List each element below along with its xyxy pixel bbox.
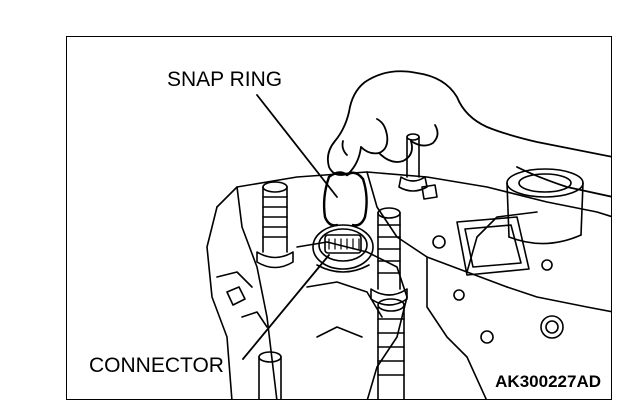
snap-ring-leader bbox=[256, 94, 338, 198]
transmission-housing-illustration bbox=[206, 70, 611, 399]
diagram-frame: SNAP RING CONNECTOR AK300227AD bbox=[66, 36, 612, 400]
leader-lines bbox=[242, 94, 338, 360]
connector-label: CONNECTOR bbox=[87, 354, 226, 377]
housing-details bbox=[226, 184, 564, 344]
snap-ring-icon bbox=[322, 171, 368, 227]
gasket-plate bbox=[456, 216, 530, 276]
valve-body-housing bbox=[206, 171, 611, 399]
hand-icon bbox=[326, 70, 611, 198]
cylinder-boss bbox=[506, 168, 584, 245]
stud-bolt-icon bbox=[256, 133, 428, 399]
snap-ring-label: SNAP RING bbox=[165, 68, 285, 91]
connector-leader bbox=[242, 254, 330, 360]
figure-id: AK300227AD bbox=[493, 372, 603, 392]
connector-icon bbox=[312, 224, 374, 273]
